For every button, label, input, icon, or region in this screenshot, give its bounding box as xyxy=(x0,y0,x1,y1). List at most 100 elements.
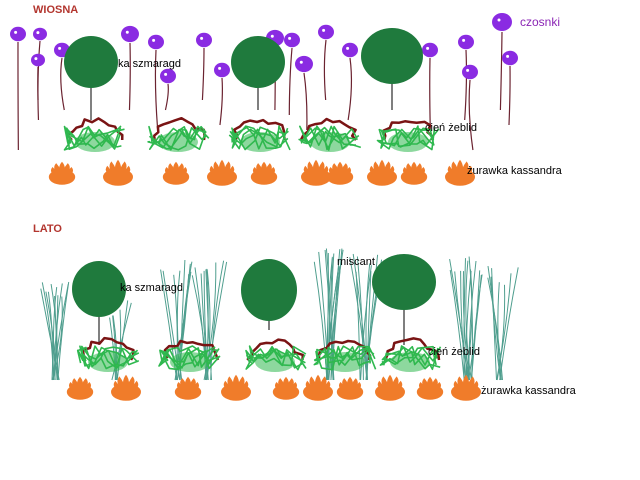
heuchera-base xyxy=(445,168,475,186)
allium-highlight xyxy=(497,18,501,22)
allium-stem xyxy=(303,72,308,131)
szmaragd-label-summer: ka szmaragd xyxy=(120,282,183,294)
heuchera-base xyxy=(301,168,331,186)
allium-flower-icon xyxy=(214,62,230,78)
miscanthus-blade xyxy=(449,269,465,381)
heuchera-base xyxy=(375,383,405,401)
szmaragd-label-spring: ka szmaragd xyxy=(118,58,181,70)
allium-flower-icon xyxy=(318,24,334,40)
miscanthus-blade xyxy=(57,281,70,381)
tree-crown-icon xyxy=(72,261,126,317)
miscanthus-blade xyxy=(496,284,506,381)
miscanthus-blade xyxy=(465,260,472,381)
fern-leaf-mass-icon xyxy=(388,132,428,152)
allium-flower-icon xyxy=(148,34,164,50)
kassandra-label-summer: żurawka kassandra xyxy=(481,385,576,397)
allium-stem xyxy=(323,39,327,101)
allium-flower-icon xyxy=(196,32,212,48)
fern-leaf-mass-icon xyxy=(390,352,430,372)
allium-flower-icon xyxy=(492,13,512,31)
allium-highlight xyxy=(462,38,466,42)
heuchera-base xyxy=(250,169,278,185)
tree-crown-icon xyxy=(241,259,297,321)
miscanthus-blade xyxy=(47,291,54,381)
allium-stem xyxy=(499,31,503,111)
heuchera-base xyxy=(103,168,133,186)
miscanthus-blade xyxy=(499,267,519,381)
miscanthus-blade xyxy=(45,291,58,381)
allium-highlight xyxy=(506,54,510,58)
miscanthus-blade xyxy=(210,260,225,381)
heuchera-base xyxy=(48,169,76,185)
allium-stem xyxy=(201,47,205,101)
allium-stem xyxy=(154,49,159,131)
miscant-label: miscant xyxy=(337,256,375,268)
miscanthus-blade xyxy=(200,273,209,381)
allium-highlight xyxy=(270,34,274,38)
allium-stem xyxy=(60,57,65,111)
allium-highlight xyxy=(426,46,430,50)
allium-flower-icon xyxy=(160,68,176,84)
allium-flower-icon xyxy=(462,64,478,80)
fern-leaf-mass-icon xyxy=(240,132,280,152)
miscanthus-blade xyxy=(465,270,472,381)
heuchera-base xyxy=(367,168,397,186)
heuchera-base xyxy=(416,384,444,400)
fern-red-edge xyxy=(153,116,206,141)
allium-flower-icon xyxy=(121,25,139,43)
fern-leaf-mass-icon xyxy=(325,352,365,372)
allium-highlight xyxy=(322,28,326,32)
allium-flower-icon xyxy=(284,32,300,48)
kassandra-label-spring: żurawka kassandra xyxy=(467,165,562,177)
allium-stem xyxy=(464,49,468,121)
tree-crown-icon xyxy=(372,254,436,310)
allium-flower-icon xyxy=(422,42,438,58)
allium-stem xyxy=(508,65,511,126)
allium-flower-icon xyxy=(33,27,47,41)
miscanthus-blade xyxy=(497,282,501,381)
miscanthus-blade xyxy=(54,295,59,381)
miscanthus-blade xyxy=(116,300,129,381)
zeblid-label-summer: cień żeblid xyxy=(428,346,480,358)
allium-stem xyxy=(128,42,131,111)
heuchera-base xyxy=(221,383,251,401)
allium-highlight xyxy=(346,46,350,50)
allium-highlight xyxy=(200,36,204,40)
heuchera-base xyxy=(303,383,333,401)
miscanthus-blade xyxy=(349,257,368,381)
miscanthus-blade xyxy=(111,302,132,381)
miscanthus-blade xyxy=(52,284,69,381)
allium-flower-icon xyxy=(10,26,26,42)
heuchera-base xyxy=(207,168,237,186)
miscanthus-blade xyxy=(491,268,497,381)
miscanthus-blade xyxy=(462,271,471,381)
heuchera-base xyxy=(272,384,300,400)
miscanthus-blade xyxy=(487,266,502,381)
miscanthus-blade xyxy=(52,296,63,381)
allium-flower-icon xyxy=(458,34,474,50)
miscanthus-blade xyxy=(356,256,364,381)
allium-stem xyxy=(164,83,169,111)
heuchera-base xyxy=(336,384,364,400)
summer-section-title: LATO xyxy=(33,223,62,235)
fern-leaf-mass-icon xyxy=(158,132,198,152)
allium-flower-icon xyxy=(295,55,313,73)
allium-highlight xyxy=(58,46,62,50)
allium-highlight xyxy=(164,72,168,76)
heuchera-base xyxy=(162,169,190,185)
heuchera-base xyxy=(174,384,202,400)
allium-highlight xyxy=(288,36,292,40)
allium-highlight xyxy=(125,30,129,34)
heuchera-base xyxy=(451,383,481,401)
allium-highlight xyxy=(14,30,18,34)
fern-red-edge xyxy=(246,338,305,361)
heuchera-base xyxy=(400,169,428,185)
fern-leaf-mass-icon xyxy=(255,352,295,372)
allium-stem xyxy=(288,47,293,116)
allium-highlight xyxy=(466,68,470,72)
miscanthus-blade xyxy=(40,288,60,381)
fern-green-scribble xyxy=(316,345,371,364)
allium-flower-icon xyxy=(31,53,45,67)
tree-crown-icon xyxy=(231,36,285,88)
